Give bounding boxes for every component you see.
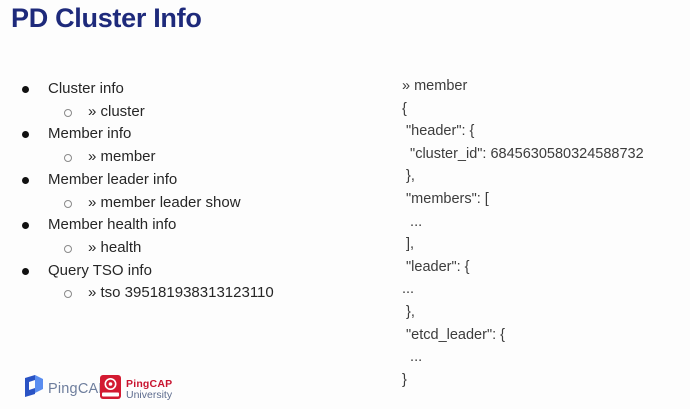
bullet-circle-icon xyxy=(64,199,72,208)
code-line: } xyxy=(402,371,407,388)
code-line: ... xyxy=(402,281,415,298)
page-title: PD Cluster Info xyxy=(11,3,202,33)
bullet-circle-icon xyxy=(64,290,72,299)
code-block: » member { "header": { "cluster_id": 6845… xyxy=(402,75,644,391)
pingcap-university-icon xyxy=(100,375,121,404)
outline-subitem-label: » member leader show xyxy=(88,193,241,211)
outline-subitem: » cluster xyxy=(0,101,390,124)
bullet-dot-icon xyxy=(22,176,29,184)
outline-subitem: » tso 395181938313123110 xyxy=(0,282,390,305)
outline-item-label: Cluster info xyxy=(48,80,124,97)
outline-subitem: » member leader show xyxy=(0,192,390,215)
bullet-dot-icon xyxy=(22,222,29,230)
code-line: » member xyxy=(402,78,468,94)
outline-item: Member health info xyxy=(0,214,390,237)
bullet-circle-icon xyxy=(64,244,72,253)
code-line: "etcd_leader": { xyxy=(402,326,506,343)
pingcap-university-texts: PingCAP University xyxy=(126,377,173,401)
code-line: ... xyxy=(402,213,423,230)
bullet-dot-icon xyxy=(22,131,29,139)
outline-item-label: Member info xyxy=(48,125,132,143)
code-line: ... xyxy=(402,349,423,366)
outline-item: Query TSO info xyxy=(0,260,390,283)
pingcap-university-logo: PingCAP University xyxy=(100,375,172,404)
outline-item-label: Member health info xyxy=(48,216,177,234)
pingcap-logo: PingCAP xyxy=(25,375,108,402)
code-line: "header": { xyxy=(402,123,475,140)
code-line: { xyxy=(402,100,407,117)
code-line: }, xyxy=(402,303,415,320)
outline-item-label: Member leader info xyxy=(48,170,178,188)
outline-item: Cluster info xyxy=(0,78,390,101)
code-line: "cluster_id": 6845630580324588732 xyxy=(402,145,644,162)
outline-subitem: » member xyxy=(0,146,390,169)
pingcap-logo-label: PingCAP xyxy=(48,380,109,397)
outline-item: Member leader info xyxy=(0,169,390,192)
outline-subitem-label: » cluster xyxy=(88,102,145,120)
outline-subitem-label: » health xyxy=(88,238,142,256)
pingcap-logo-icon xyxy=(25,375,43,402)
outline-item-label: Query TSO info xyxy=(48,261,152,279)
code-line: }, xyxy=(402,168,415,185)
outline-item: Member info xyxy=(0,123,390,146)
university-brand-label: PingCAP xyxy=(126,377,173,390)
outline-subitem: » health xyxy=(0,237,390,260)
code-line: "members": [ xyxy=(402,190,489,207)
bullet-dot-icon xyxy=(22,86,29,93)
footer: PingCAP PingCAP University xyxy=(0,371,690,409)
university-label: University xyxy=(126,388,173,401)
bullet-circle-icon xyxy=(64,108,72,117)
outline-subitem-label: » member xyxy=(88,148,156,166)
outline-subitem-label: » tso 395181938313123110 xyxy=(88,284,274,302)
code-line: ], xyxy=(402,236,415,253)
code-line: "leader": { xyxy=(402,258,470,275)
bullet-dot-icon xyxy=(22,267,29,275)
bullet-circle-icon xyxy=(64,154,72,163)
